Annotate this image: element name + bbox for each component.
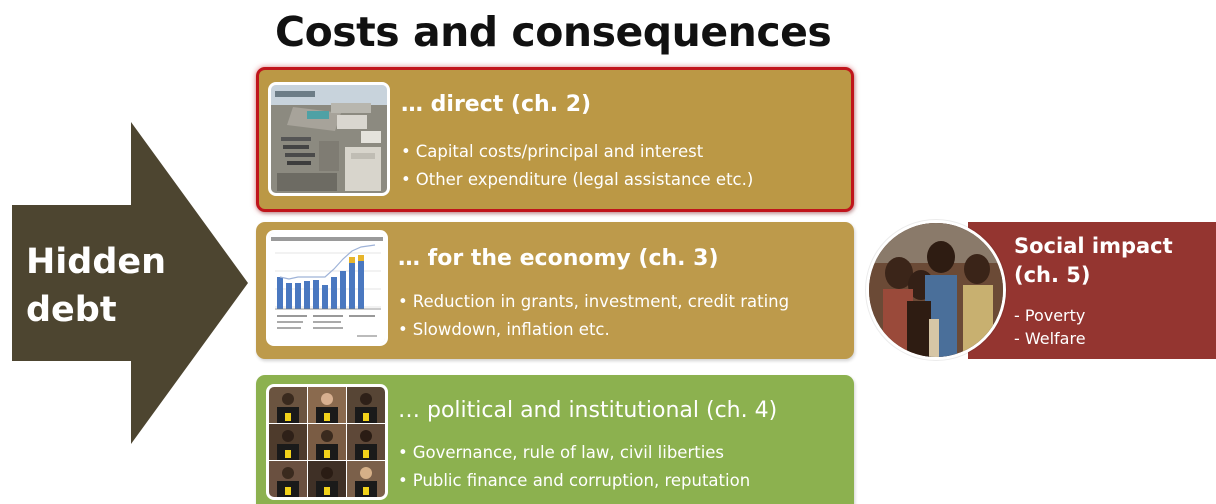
direct-costs-card: … direct (ch. 2) Capital costs/principal…: [256, 67, 854, 212]
port-aerial-photo: [268, 82, 390, 196]
political-costs-list: Governance, rule of law, civil liberties…: [398, 439, 750, 495]
economy-costs-heading: … for the economy (ch. 3): [398, 246, 719, 271]
protest-group-photo: [266, 384, 388, 500]
hidden-debt-label: Hidden debt: [26, 238, 196, 334]
arrow-label-line1: Hidden: [26, 242, 167, 282]
list-item: Slowdown, inflation etc.: [398, 316, 789, 344]
list-item: Public finance and corruption, reputatio…: [398, 467, 750, 495]
arrow-label-line2: debt: [26, 290, 117, 330]
social-impact-heading: Social impact (ch. 5): [1014, 232, 1214, 290]
social-impact-heading-line2: (ch. 5): [1014, 263, 1091, 287]
political-costs-heading: … political and institutional (ch. 4): [398, 398, 778, 423]
list-item: Other expenditure (legal assistance etc.…: [401, 166, 754, 194]
economy-costs-card: … for the economy (ch. 3) Reduction in g…: [256, 222, 854, 359]
list-item: Capital costs/principal and interest: [401, 138, 753, 166]
list-item: - Welfare: [1014, 329, 1086, 348]
social-impact-list: - Poverty - Welfare: [1014, 304, 1086, 350]
page-title: Costs and consequences: [275, 8, 832, 56]
children-photo: [866, 220, 1006, 360]
direct-costs-heading: … direct (ch. 2): [401, 92, 592, 117]
list-item: Governance, rule of law, civil liberties: [398, 439, 750, 467]
social-impact-heading-line1: Social impact: [1014, 234, 1173, 258]
direct-costs-list: Capital costs/principal and interest Oth…: [401, 138, 754, 194]
political-costs-card: … political and institutional (ch. 4) Go…: [256, 375, 854, 504]
list-item: - Poverty: [1014, 306, 1086, 325]
list-item: Reduction in grants, investment, credit …: [398, 288, 789, 316]
economy-costs-list: Reduction in grants, investment, credit …: [398, 288, 789, 344]
social-impact-box: [968, 222, 1216, 359]
debt-bar-chart-thumbnail: [266, 230, 388, 346]
hidden-debt-arrow: [12, 122, 248, 444]
